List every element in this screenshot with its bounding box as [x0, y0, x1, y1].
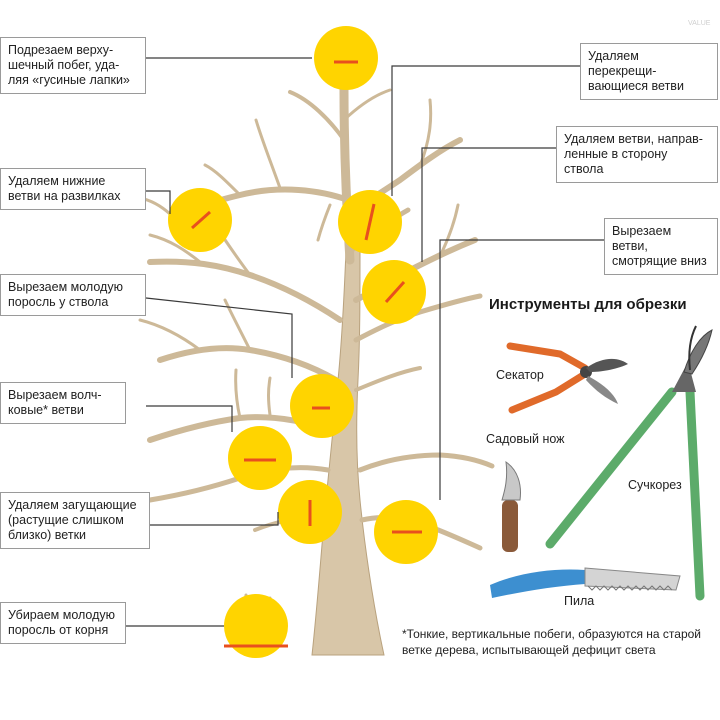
highlight-top: [314, 26, 378, 90]
highlight-thickening: [278, 480, 342, 544]
highlight-water-sprouts: [228, 426, 292, 490]
label-crossing: Удаляем перекрещи- вающиеся ветви: [580, 43, 718, 100]
highlight-lower-branches: [168, 188, 232, 252]
highlight-towards-trunk: [362, 260, 426, 324]
label-towards-trunk: Удаляем ветви, направ- ленные в сторону …: [556, 126, 718, 183]
highlight-downward: [374, 500, 438, 564]
label-thickening: Удаляем загущающие (растущие слишком бли…: [0, 492, 150, 549]
tree: [138, 33, 495, 656]
label-downward: Вырезаем ветви, смотрящие вниз: [604, 218, 718, 275]
highlight-crossing: [338, 190, 402, 254]
highlight-root-growth: [224, 594, 288, 658]
tool-label-knife: Садовый нож: [486, 432, 565, 446]
tool-label-lopper: Сучкорез: [628, 478, 682, 492]
tools-title: Инструменты для обрезки: [489, 296, 687, 313]
tools-illustrations: [490, 325, 713, 601]
label-top-shoot: Подрезаем верху- шечный побег, уда- ляя …: [0, 37, 146, 94]
label-young-growth-trunk: Вырезаем молодую поросль у ствола: [0, 274, 146, 316]
label-water-sprouts: Вырезаем волч- ковые* ветви: [0, 382, 126, 424]
highlight-young-growth-trunk: [290, 374, 354, 438]
tool-label-saw: Пила: [564, 594, 595, 608]
watermark: VALUE: [688, 20, 711, 27]
knife-icon: [501, 460, 521, 552]
footnote: *Тонкие, вертикальные побеги, образуются…: [402, 627, 701, 657]
label-lower-branches: Удаляем нижние ветви на развилках: [0, 168, 146, 210]
saw-icon: [490, 567, 681, 598]
tree-branches: [138, 33, 495, 551]
leader-lines: [126, 57, 604, 627]
label-root-growth: Убираем молодую поросль от корня: [0, 602, 126, 644]
pruner-icon: [506, 342, 628, 414]
lopper-icon: [545, 325, 713, 601]
tool-label-pruner: Секатор: [496, 368, 544, 382]
cut-highlights: [168, 26, 438, 658]
